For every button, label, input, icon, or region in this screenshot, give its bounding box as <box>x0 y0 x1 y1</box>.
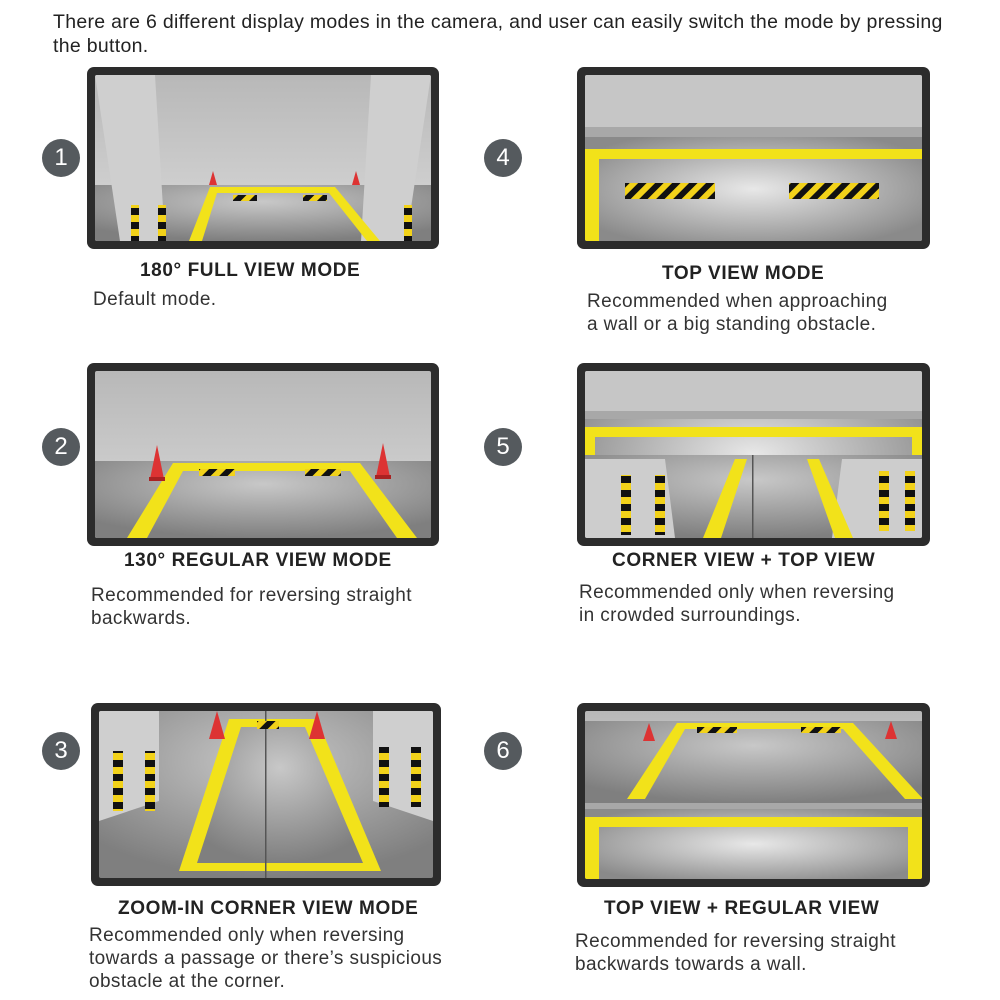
mode-description: Recommended for reversing straight backw… <box>575 931 896 975</box>
camera-view-illustration <box>95 75 431 241</box>
mode-badge: 3 <box>42 732 80 770</box>
mode-title: TOP VIEW MODE <box>662 263 825 284</box>
mode-description: Recommended only when reversing in crowd… <box>579 582 895 626</box>
mode-screen-regular-view <box>87 363 439 546</box>
mode-badge: 1 <box>42 139 80 177</box>
mode-badge: 6 <box>484 732 522 770</box>
mode-title: ZOOM-IN CORNER VIEW MODE <box>118 898 419 919</box>
mode-description: Default mode. <box>93 289 217 310</box>
mode-badge: 4 <box>484 139 522 177</box>
mode-screen-top-view <box>577 67 930 249</box>
camera-view-illustration <box>585 371 922 538</box>
camera-view-illustration <box>95 371 431 538</box>
mode-screen-corner-top-view <box>577 363 930 546</box>
camera-view-illustration <box>585 75 922 241</box>
mode-description: Recommended for reversing straight backw… <box>91 585 412 629</box>
mode-title: TOP VIEW + REGULAR VIEW <box>604 898 880 919</box>
camera-view-illustration <box>585 711 922 879</box>
mode-title: 180° FULL VIEW MODE <box>140 260 361 281</box>
camera-view-illustration <box>99 711 433 878</box>
mode-badge: 5 <box>484 428 522 466</box>
mode-screen-full-view <box>87 67 439 249</box>
mode-description: Recommended when approaching a wall or a… <box>587 291 888 335</box>
mode-title: 130° REGULAR VIEW MODE <box>124 550 392 571</box>
mode-description: Recommended only when reversing towards … <box>89 925 443 992</box>
mode-badge: 2 <box>42 428 80 466</box>
mode-title: CORNER VIEW + TOP VIEW <box>612 550 876 571</box>
intro-text: There are 6 different display modes in t… <box>53 11 943 57</box>
mode-screen-zoom-corner-view <box>91 703 441 886</box>
mode-screen-top-regular-view <box>577 703 930 887</box>
